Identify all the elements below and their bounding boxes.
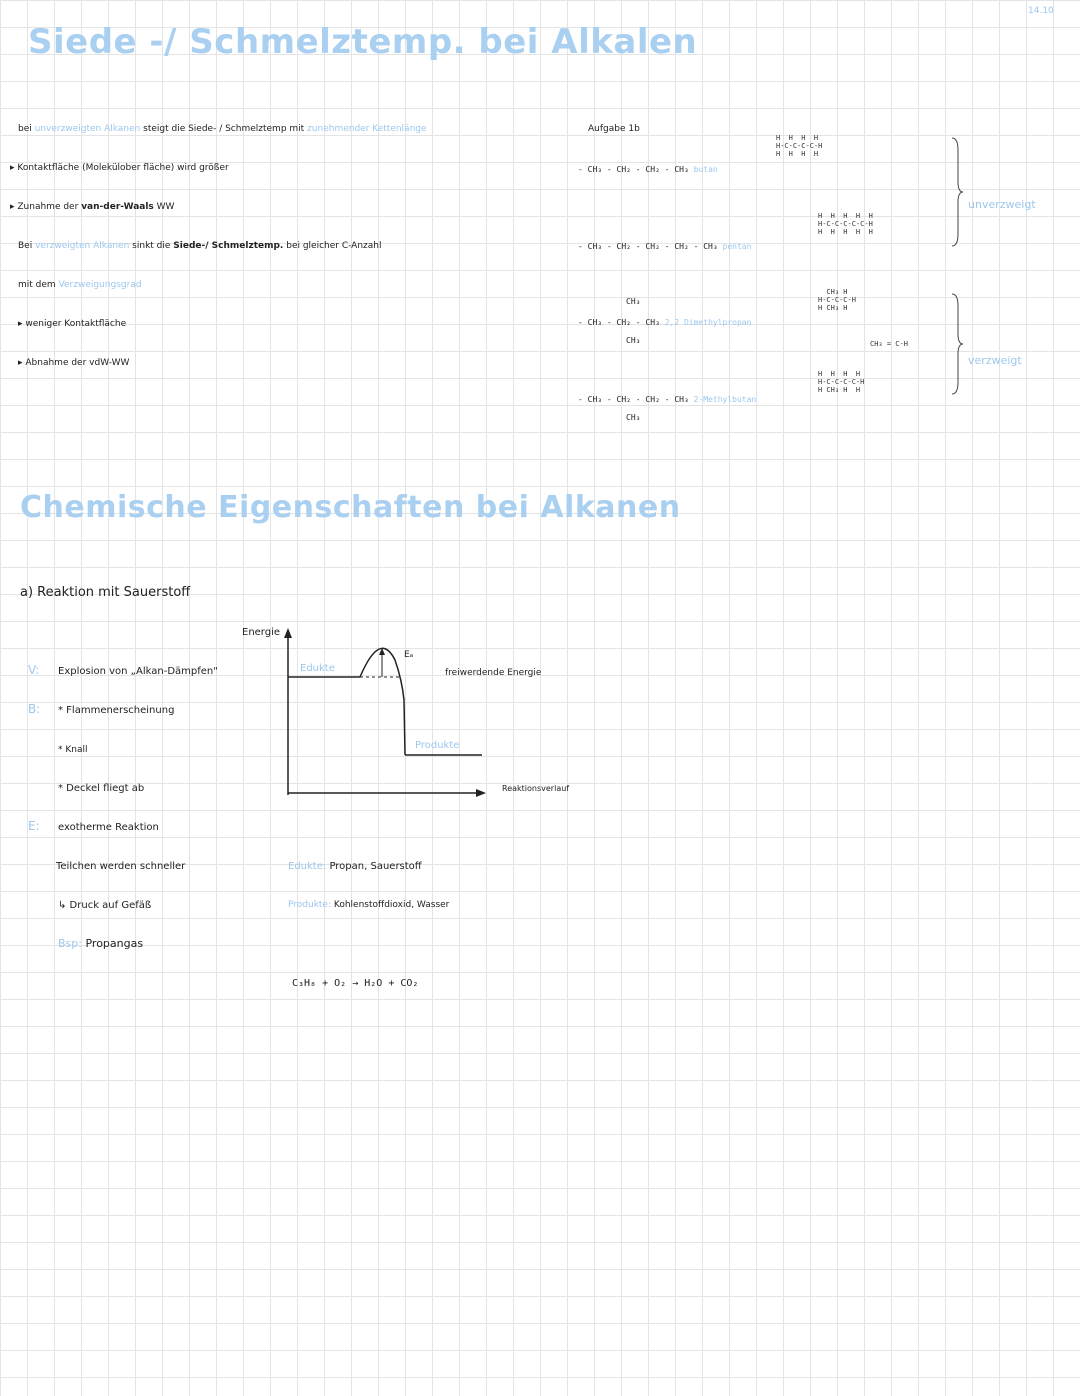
formula-dmp: - CH₃ - CH₂ - CH₃ 2,2 Dimethylpropan <box>578 318 752 327</box>
diagram-xlabel: Reaktionsverlauf <box>502 784 570 793</box>
e-text: exotherme Reaktion <box>58 822 159 833</box>
b-label: B: <box>28 702 40 716</box>
compound-name: butan <box>693 165 718 174</box>
highlight-text: unverzweigten Alkanen <box>34 124 141 134</box>
equation: C₃H₈ + O₂ → H₂O + CO₂ <box>292 978 419 989</box>
bsp-line: Bsp: Propangas <box>58 937 143 950</box>
text: Propangas <box>85 937 144 950</box>
label: E: <box>28 819 40 833</box>
structure-mb: H H H H H-C-C-C-C-H H CH₃ H H <box>818 370 865 394</box>
b-item-1: * Flammenerscheinung <box>58 705 175 716</box>
formula-text: CH₃ - CH₂ - CH₂ - CH₃ <box>587 165 689 174</box>
text: Zunahme der <box>17 202 79 212</box>
section1-title: Siede -/ Schmelztemp. bei Alkalen <box>28 22 698 62</box>
section2-subtitle: a) Reaktion mit Sauerstoff <box>20 585 191 600</box>
brace-verzweigt <box>951 293 964 395</box>
text: steigt die Siede- / Schmelztemp mit <box>143 124 305 134</box>
text: WW <box>156 202 175 212</box>
produkte-line: Produkte: Kohlenstoffdioxid, Wasser <box>288 900 449 910</box>
structure-pentan: H H H H H H-C-C-C-C-C-H H H H H H <box>818 212 873 236</box>
text: Abnahme der vdW-WW <box>25 358 130 368</box>
text: sinkt die <box>132 241 171 251</box>
formula-mb-bot: CH₃ <box>626 413 641 422</box>
energy-diagram <box>284 628 486 797</box>
highlight-text: Verzweigungsgrad <box>58 280 142 290</box>
structure-dmp: CH₃ H H-C-C-C-H H CH₃ H <box>818 288 856 312</box>
text: Propan, Sauerstoff <box>329 861 422 872</box>
formula-text: CH₃ - CH₂ - CH₃ <box>587 318 660 327</box>
label: Edukte: <box>288 861 327 872</box>
formula-text: CH₃ - CH₂ - CH₂ - CH₃ <box>587 395 689 404</box>
highlight-text: verzweigten Alkanen <box>35 241 130 251</box>
s1-line4: Bei verzweigten Alkanen sinkt die Siede-… <box>18 241 382 251</box>
e-label: E: <box>28 819 40 833</box>
b-item-3: * Deckel fliegt ab <box>58 783 145 794</box>
text: Kontaktfläche (Molekülober fläche) wird … <box>17 163 229 173</box>
section2-title: Chemische Eigenschaften bei Alkanen <box>20 490 681 525</box>
aufgabe-title: Aufgabe 1b <box>588 124 640 134</box>
s1-line7: ▸ Abnahme der vdW-WW <box>18 358 130 368</box>
label-verzweigt: verzweigt <box>968 354 1022 367</box>
label: B: <box>28 702 41 716</box>
formula-dmp-top: CH₃ <box>626 297 641 306</box>
diagram-edukte: Edukte <box>300 663 335 674</box>
formula-dmp-bot: CH₃ <box>626 336 641 345</box>
bold-text: van-der-Waals <box>81 202 154 212</box>
v-text: Explosion von „Alkan-Dämpfen" <box>58 666 218 677</box>
diagram-produkte: Produkte <box>415 740 460 751</box>
date: 14.10 <box>1028 6 1054 16</box>
e-line3: ↳ Druck auf Gefäß <box>58 900 152 911</box>
v-label: V: <box>28 663 39 677</box>
structure-dmp-note: CH₃ = C-H <box>870 340 908 348</box>
compound-name: 2-Methylbutan <box>693 395 757 404</box>
s1-line5: mit dem Verzweigungsgrad <box>18 280 142 290</box>
label: Produkte: <box>288 900 332 910</box>
s1-line3: ▸ Zunahme der van-der-Waals WW <box>10 202 175 212</box>
formula-mb: - CH₃ - CH₂ - CH₂ - CH₃ 2-Methylbutan <box>578 395 757 404</box>
x-axis-arrow <box>476 789 486 797</box>
e-line2: Teilchen werden schneller <box>56 861 186 872</box>
compound-name: 2,2 Dimethylpropan <box>664 318 752 327</box>
compound-name: pentan <box>722 242 752 251</box>
reaction-curve <box>359 647 406 756</box>
s1-line6: ▸ weniger Kontaktfläche <box>18 319 127 329</box>
b-item-2: * Knall <box>58 745 88 755</box>
text: bei gleicher C-Anzahl <box>286 241 382 251</box>
diagram-ylabel: Energie <box>242 627 281 638</box>
y-axis-arrow <box>284 628 292 638</box>
ea-arrow-head <box>379 648 385 655</box>
highlight-text: zunehmender Kettenlänge <box>307 124 427 134</box>
brace-unverzweigt <box>951 137 964 247</box>
structure-butan: H H H H H-C-C-C-C-H H H H H <box>776 134 823 158</box>
text: mit dem <box>18 280 56 290</box>
diagram-ea: Eₐ <box>404 650 414 660</box>
label: Bsp: <box>58 937 82 950</box>
s1-line2: ▸ Kontaktfläche (Molekülober fläche) wir… <box>10 163 229 173</box>
text: bei <box>18 124 32 134</box>
diagram-released: freiwerdende Energie <box>445 668 542 678</box>
text: Kohlenstoffdioxid, Wasser <box>333 900 450 910</box>
bold-text: Siede-/ Schmelztemp. <box>173 241 284 251</box>
label-unverzweigt: unverzweigt <box>968 198 1036 211</box>
label: V: <box>28 663 40 677</box>
formula-pentan: - CH₃ - CH₂ - CH₂ - CH₂ - CH₃ pentan <box>578 242 752 251</box>
text: weniger Kontaktfläche <box>25 319 127 329</box>
formula-text: CH₃ - CH₂ - CH₂ - CH₂ - CH₃ <box>587 242 718 251</box>
s1-line1: bei unverzweigten Alkanen steigt die Sie… <box>18 124 427 134</box>
formula-butan: - CH₃ - CH₂ - CH₂ - CH₃ butan <box>578 165 718 174</box>
text: Bei <box>18 241 33 251</box>
edukte-line: Edukte: Propan, Sauerstoff <box>288 861 422 872</box>
